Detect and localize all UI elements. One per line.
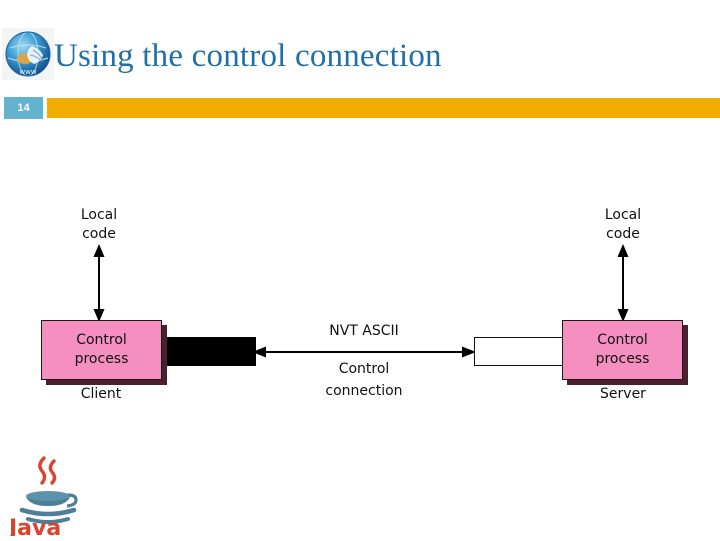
client-process-line1: Control xyxy=(76,332,127,348)
server-process-line2: process xyxy=(595,351,650,367)
server-local-code-label: Local code xyxy=(578,206,668,244)
connection-label-line2: Control xyxy=(338,361,390,377)
connection-label-line3: connection xyxy=(325,383,403,399)
client-port-block xyxy=(160,337,256,366)
svg-text:Java: Java xyxy=(7,516,61,536)
client-local-code-line2: code xyxy=(82,226,116,242)
server-process-line1: Control xyxy=(597,332,648,348)
svg-text:www: www xyxy=(19,68,36,76)
client-local-code-arrow xyxy=(86,244,112,327)
client-process-line2: process xyxy=(74,351,129,367)
server-port-block xyxy=(474,337,569,366)
server-endpoint-label: Server xyxy=(600,386,646,402)
server-local-code-line1: Local xyxy=(604,207,642,223)
control-connection-caption: NVT ASCII Control connection xyxy=(249,320,479,402)
slide-number-badge: 14 xyxy=(4,97,43,119)
java-logo: Java xyxy=(6,452,90,541)
client-local-code-line1: Local xyxy=(80,207,118,223)
connection-protocol-label: NVT ASCII xyxy=(329,323,399,339)
server-local-code-arrow xyxy=(610,244,636,327)
server-local-code-line2: code xyxy=(606,226,640,242)
slide-header: www Using the control connection 14 xyxy=(0,0,720,120)
globe-network-icon: www xyxy=(2,28,54,80)
control-connection-arrow xyxy=(252,342,476,367)
client-local-code-label: Local code xyxy=(54,206,144,244)
client-endpoint-label: Client xyxy=(80,386,122,402)
client-control-process-box: Control process xyxy=(41,320,162,380)
server-control-process-box: Control process xyxy=(562,320,683,380)
control-connection-diagram: Local code Control process Client NVT AS… xyxy=(0,130,720,430)
page-title: Using the control connection xyxy=(54,38,442,74)
header-accent-bar xyxy=(47,98,720,118)
